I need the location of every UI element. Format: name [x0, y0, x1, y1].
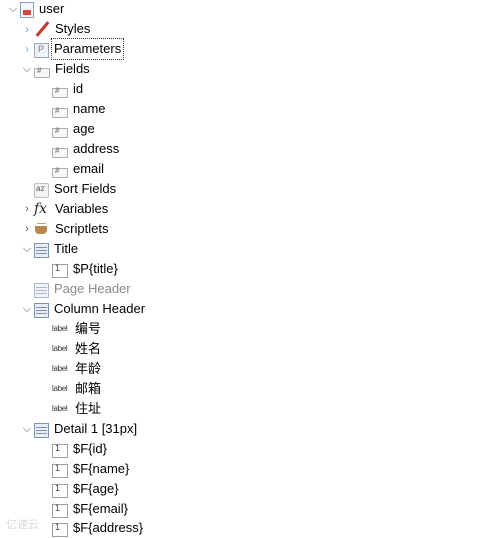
tree-node-label: 编号 [75, 321, 102, 336]
tree-node-label: Fields [55, 61, 90, 76]
textfield-icon [52, 463, 68, 478]
tree-node-textfield[interactable]: $F{age} [52, 479, 119, 499]
scriptlet-icon [34, 221, 50, 237]
tree-node-label: Styles [55, 21, 91, 36]
label-icon: label [52, 324, 68, 333]
tree-node-label: age [73, 121, 95, 136]
tree-node-static-label[interactable]: label 邮箱 [52, 379, 101, 399]
tree-node-textfield[interactable]: $F{email} [52, 499, 128, 519]
tree-node-field[interactable]: age [52, 119, 95, 139]
tree-node-page-header[interactable]: Page Header [34, 279, 131, 299]
tree-node-field[interactable]: email [52, 159, 104, 179]
tree-node-sort-fields[interactable]: Sort Fields [34, 179, 116, 199]
tree-node-static-label[interactable]: label 住址 [52, 399, 101, 419]
tree-node-label: name [73, 101, 106, 116]
parameters-icon [34, 42, 49, 58]
tree-node-label: Parameters [50, 38, 125, 60]
tree-node-textfield[interactable]: $P{title} [52, 259, 118, 279]
tree-node-scriptlets[interactable]: › Scriptlets [20, 219, 108, 239]
chevron-down-icon[interactable]: ⌵ [8, 2, 18, 15]
field-icon [52, 166, 68, 178]
sort-icon [34, 182, 49, 198]
chevron-right-icon[interactable]: › [25, 203, 29, 215]
tree-node-textfield[interactable]: $F{id} [52, 439, 107, 459]
tree-node-field[interactable]: address [52, 139, 119, 159]
tree-node-textfield[interactable]: $F{name} [52, 459, 129, 479]
chevron-right-icon[interactable]: › [25, 42, 29, 56]
tree-node-label: $P{title} [73, 261, 118, 276]
tree-node-textfield[interactable]: $F{address} [52, 518, 143, 538]
label-icon: label [52, 404, 68, 413]
chevron-down-icon[interactable]: ⌵ [22, 422, 32, 435]
chevron-down-icon[interactable]: ⌵ [22, 62, 32, 75]
textfield-icon [52, 522, 68, 537]
report-icon [20, 2, 34, 18]
textfield-icon [52, 263, 68, 278]
tree-node-label: 姓名 [75, 341, 102, 356]
fx-icon: fx [34, 201, 48, 217]
label-icon: label [52, 344, 68, 353]
tree-node-label: email [73, 161, 105, 176]
field-icon [52, 106, 68, 118]
tree-node-label: Variables [55, 201, 109, 216]
styles-icon [34, 21, 50, 37]
tree-node-label: $F{id} [73, 441, 107, 456]
field-icon [52, 126, 68, 138]
tree-node-static-label[interactable]: label 编号 [52, 319, 101, 339]
textfield-icon [52, 443, 68, 458]
tree-node-label: Detail 1 [31px] [54, 421, 138, 436]
tree-node-label: Title [54, 241, 79, 256]
tree-node-detail-band[interactable]: ⌵ Detail 1 [31px] [20, 419, 137, 439]
chevron-right-icon[interactable]: › [25, 22, 29, 36]
field-icon [52, 86, 68, 98]
tree-node-field[interactable]: id [52, 79, 83, 99]
band-icon [34, 302, 49, 318]
tree-node-parameters[interactable]: › Parameters [20, 38, 125, 60]
tree-node-label: user [39, 1, 65, 16]
tree-node-label: id [73, 81, 84, 96]
tree-node-label: $F{email} [73, 501, 128, 516]
chevron-down-icon[interactable]: ⌵ [22, 242, 32, 255]
tree-node-styles[interactable]: › Styles [20, 19, 90, 39]
tree-node-label: $F{name} [73, 461, 130, 476]
field-icon [52, 146, 68, 158]
tree-node-label: Page Header [54, 281, 131, 296]
tree-node-label: Sort Fields [54, 181, 117, 196]
fields-icon [34, 66, 50, 78]
band-icon [34, 422, 49, 438]
watermark: 亿速云 [6, 519, 39, 531]
band-icon [34, 242, 49, 258]
chevron-down-icon[interactable]: ⌵ [22, 302, 32, 315]
tree-node-static-label[interactable]: label 年龄 [52, 359, 101, 379]
tree-node-title-band[interactable]: ⌵ Title [20, 239, 78, 259]
tree-node-label: Column Header [54, 301, 146, 316]
tree-node-column-header[interactable]: ⌵ Column Header [20, 299, 145, 319]
chevron-right-icon[interactable]: › [25, 223, 29, 235]
tree-node-label: $F{age} [73, 481, 119, 496]
tree-node-user[interactable]: ⌵ user [6, 0, 64, 19]
tree-node-label: $F{address} [73, 520, 144, 535]
tree-node-label: 住址 [75, 401, 102, 416]
tree-node-field[interactable]: name [52, 99, 106, 119]
tree-node-label: 邮箱 [75, 381, 102, 396]
tree-node-variables[interactable]: › fx Variables [20, 199, 108, 219]
textfield-icon [52, 503, 68, 518]
band-icon [34, 282, 49, 298]
tree-node-static-label[interactable]: label 姓名 [52, 339, 101, 359]
label-icon: label [52, 384, 68, 393]
tree-node-fields[interactable]: ⌵ Fields [20, 59, 90, 79]
tree-node-label: 年龄 [75, 361, 102, 376]
textfield-icon [52, 483, 68, 498]
tree-node-label: address [73, 141, 120, 156]
tree-node-label: Scriptlets [55, 221, 109, 236]
label-icon: label [52, 364, 68, 373]
